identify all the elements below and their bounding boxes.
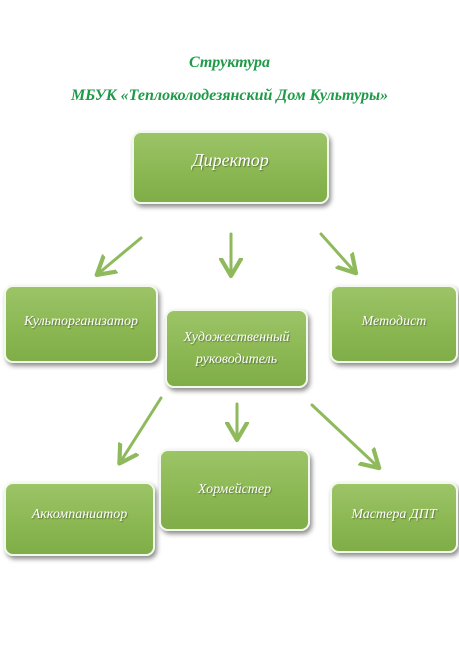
node-metodist-label: Методист bbox=[361, 314, 427, 329]
node-akkompaniator: Аккомпаниатор bbox=[4, 482, 155, 556]
node-mastera-dpt: Мастера ДПТ bbox=[330, 482, 458, 553]
organization-name: МБУК «Теплоколодезянский Дом Культуры» bbox=[70, 87, 389, 104]
node-director-label: Директор bbox=[192, 150, 269, 170]
node-hormeister-label: Хормейстер bbox=[197, 482, 272, 497]
diagram-title: Структура bbox=[188, 54, 271, 71]
node-mastera-dpt-label: Мастера ДПТ bbox=[351, 507, 437, 522]
node-director: Директор bbox=[132, 131, 329, 204]
node-hud-rukovoditel-label: Художественный руководитель bbox=[183, 329, 290, 367]
arrow-director-to-metodist bbox=[319, 232, 354, 271]
node-kultorganizator-label: Культорганизатор bbox=[24, 314, 138, 329]
node-hormeister: Хормейстер bbox=[159, 449, 310, 531]
node-kultorganizator: Культорганизатор bbox=[4, 285, 158, 363]
node-hud-rukovoditel: Художественный руководитель bbox=[165, 309, 308, 388]
arrow-hud-to-akkompaniator bbox=[121, 396, 163, 461]
node-metodist: Методист bbox=[330, 285, 458, 363]
arrow-director-to-kultorganizator bbox=[99, 236, 143, 273]
arrow-hud-to-mastera bbox=[310, 403, 377, 466]
node-akkompaniator-label: Аккомпаниатор bbox=[31, 507, 128, 522]
